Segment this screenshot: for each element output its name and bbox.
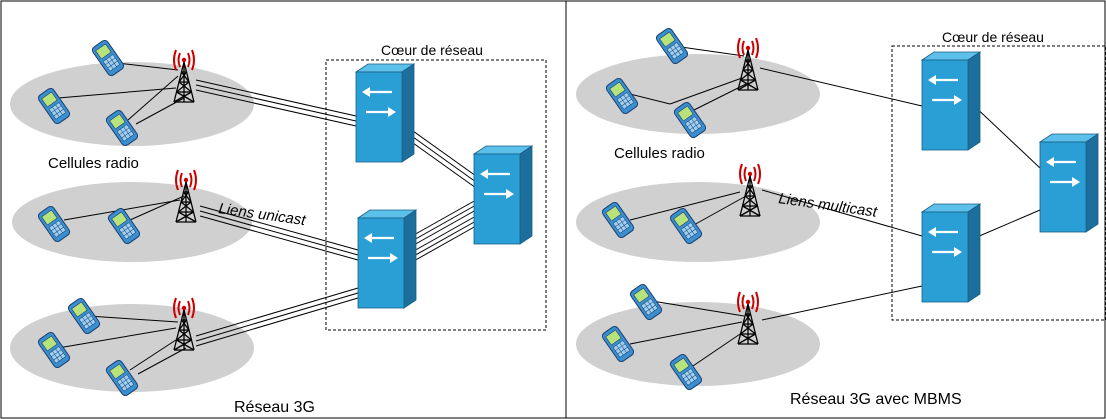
radio-cell bbox=[10, 304, 254, 392]
cells-label: Cellules radio bbox=[48, 155, 139, 172]
left-panel: Cœur de réseau Cellules radio bbox=[10, 38, 547, 416]
radio-cell bbox=[576, 302, 820, 386]
network-switch-icon bbox=[354, 62, 416, 164]
radio-links bbox=[629, 45, 747, 369]
network-switch-icon bbox=[356, 208, 418, 310]
network-switch-icon bbox=[472, 144, 534, 246]
right-caption: Réseau 3G avec MBMS bbox=[790, 391, 962, 408]
multicast-links bbox=[759, 67, 1041, 321]
core-network-label: Cœur de réseau bbox=[942, 29, 1044, 45]
radio-cell bbox=[10, 62, 254, 146]
network-switch-icon bbox=[920, 202, 982, 304]
network-switch-icon bbox=[1038, 132, 1100, 234]
core-network-label: Cœur de réseau bbox=[381, 42, 483, 58]
radio-cell bbox=[576, 182, 820, 262]
left-caption: Réseau 3G bbox=[234, 399, 315, 416]
unicast-links bbox=[195, 79, 477, 347]
network-switch-icon bbox=[920, 50, 982, 152]
core-network-box bbox=[325, 59, 547, 331]
right-panel: Cœur de réseau Cellules radio Liens mult… bbox=[576, 26, 1106, 408]
cells-label: Cellules radio bbox=[614, 145, 705, 162]
core-network-box bbox=[891, 45, 1106, 321]
